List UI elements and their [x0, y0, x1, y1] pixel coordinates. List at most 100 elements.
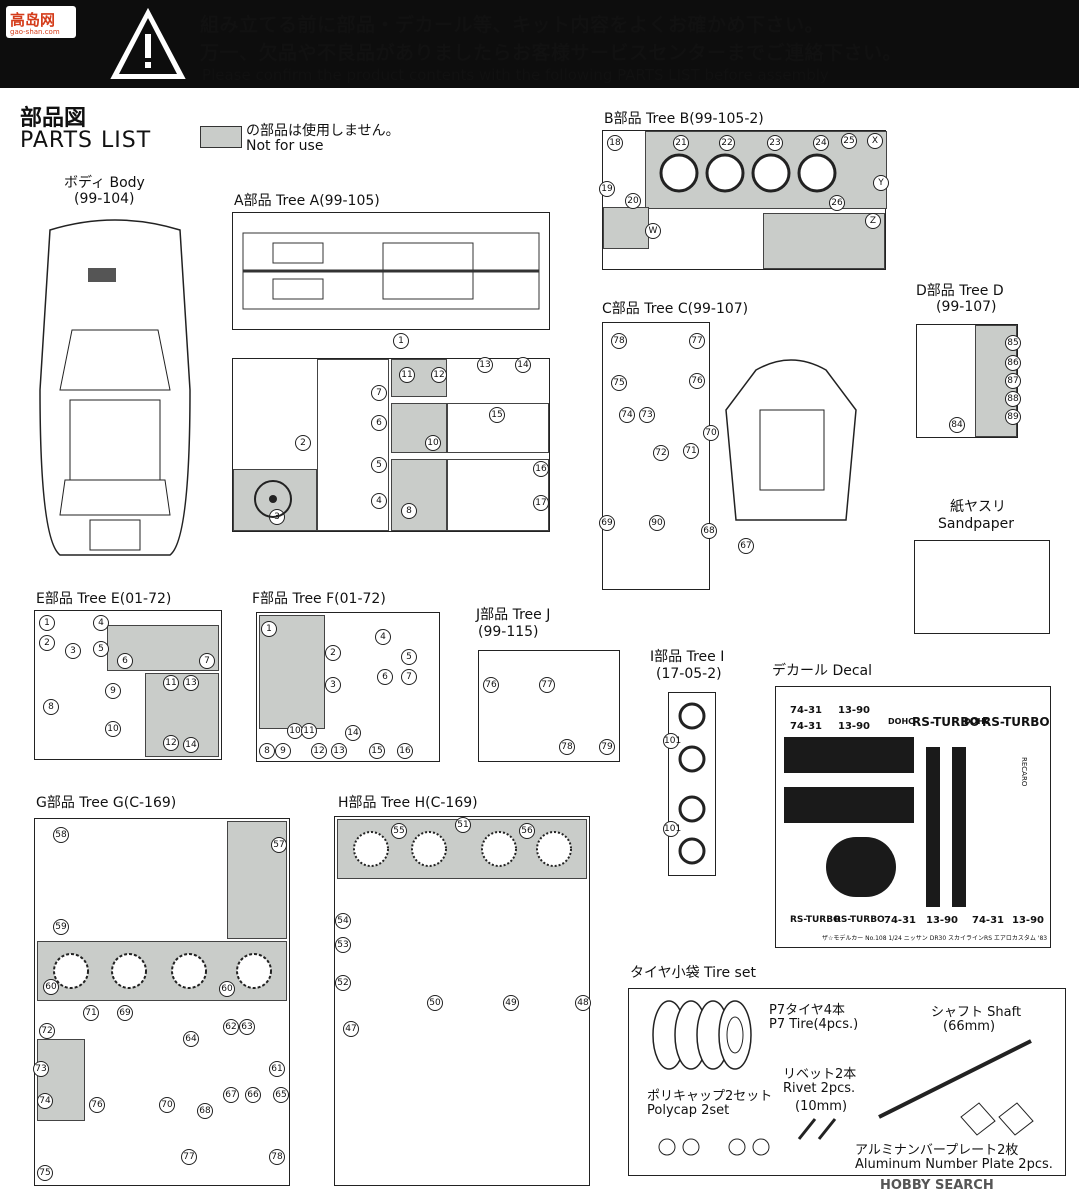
car-body-drawing: [39, 219, 191, 556]
decal-stripe: [926, 747, 940, 907]
part-number: 1: [393, 333, 409, 349]
tree-c-label: C部品 Tree C(99-107): [602, 301, 749, 317]
decal-label: デカール Decal: [772, 663, 873, 679]
decal-text: 74-31: [790, 705, 822, 716]
part-number: 60: [219, 981, 235, 997]
part-number: 20: [625, 193, 641, 209]
part-number: 12: [163, 735, 179, 751]
part-number: 59: [53, 919, 69, 935]
part-number: 23: [767, 135, 783, 151]
part-number: 13: [477, 357, 493, 373]
part-number: 77: [539, 677, 555, 693]
part-number: 1: [261, 621, 277, 637]
tree-e-label: E部品 Tree E(01-72): [36, 591, 172, 607]
part-number: 68: [701, 523, 717, 539]
tire-label-en: P7 Tire(4pcs.): [769, 1017, 859, 1032]
part-number: 64: [183, 1031, 199, 1047]
part-number: 2: [325, 645, 341, 661]
decal-stripe: [952, 747, 966, 907]
wheels-drawing: [659, 153, 837, 193]
part-number: 18: [607, 135, 623, 151]
part-number: 51: [455, 817, 471, 833]
part-label: W: [645, 223, 661, 239]
part-number: 8: [401, 503, 417, 519]
part-number: 3: [65, 643, 81, 659]
part-number: 4: [371, 493, 387, 509]
unused-part-area: [763, 213, 885, 269]
part-number: 63: [239, 1019, 255, 1035]
part-number: 89: [1005, 409, 1021, 425]
part-number: 76: [89, 1097, 105, 1113]
decal-emblem: [826, 837, 896, 897]
part-number: 78: [269, 1149, 285, 1165]
wheels-drawing: [53, 953, 272, 989]
unused-part-area: [391, 459, 447, 531]
part-number: 16: [533, 461, 549, 477]
part-number: 90: [649, 515, 665, 531]
part-number: 2: [295, 435, 311, 451]
warning-icon: [110, 7, 186, 79]
part-number: 70: [703, 425, 719, 441]
part-number: 73: [33, 1061, 49, 1077]
part-number: 11: [163, 675, 179, 691]
part-number: 47: [343, 1021, 359, 1037]
plate-label-en: Aluminum Number Plate 2pcs.: [855, 1157, 1053, 1172]
legend-text-jp: の部品は使用しません。: [246, 123, 400, 139]
part-number: 24: [813, 135, 829, 151]
tree-j: 76 77 78 79: [478, 650, 620, 762]
part-number: 66: [245, 1087, 261, 1103]
polycap-label-jp: ポリキャップ2セット: [647, 1089, 773, 1104]
decal-stripe: [784, 737, 914, 773]
part-number: 57: [271, 837, 287, 853]
part-number: 68: [197, 1103, 213, 1119]
part-number: 16: [397, 743, 413, 759]
part-number: 14: [345, 725, 361, 741]
steering-wheel-drawing: [254, 480, 292, 518]
decal-text: RECARO: [1020, 757, 1028, 787]
part-number: 21: [673, 135, 689, 151]
part-number: 14: [183, 737, 199, 753]
part-number: 11: [301, 723, 317, 739]
sub-runner: [447, 403, 549, 453]
unused-part-area: [603, 207, 649, 249]
rivet-label-en: Rivet 2pcs.: [783, 1081, 856, 1096]
part-number: 87: [1005, 373, 1021, 389]
decal-text: 13-90: [926, 915, 958, 926]
part-number: 67: [738, 538, 754, 554]
tree-a-chassis: [232, 212, 550, 330]
watermark-logo-text: 高岛网: [10, 11, 56, 29]
decal-text: 74-31: [790, 721, 822, 732]
decal-text: RS-TURBO: [834, 915, 885, 925]
part-number: 58: [53, 827, 69, 843]
part-number: 71: [83, 1005, 99, 1021]
decal-text: RS-TURBO: [790, 915, 841, 925]
unused-part-area: [37, 1039, 85, 1121]
part-number: 84: [949, 417, 965, 433]
body-code: (99-104): [74, 191, 135, 207]
part-number: 72: [39, 1023, 55, 1039]
plate-label-jp: アルミナンバープレート2枚: [855, 1143, 1019, 1158]
part-label: Z: [865, 213, 881, 229]
decal-stripe: [784, 787, 914, 823]
decal-text: 13-90: [1012, 915, 1044, 926]
tree-j-label: J部品 Tree J: [476, 607, 551, 623]
wheels-drawing: [678, 702, 706, 865]
rivet-label-jp: リベット2本: [783, 1067, 857, 1082]
tire-set-label: タイヤ小袋 Tire set: [630, 965, 756, 981]
part-number: 72: [653, 445, 669, 461]
part-number: 67: [223, 1087, 239, 1103]
tree-h-label: H部品 Tree H(C-169): [338, 795, 478, 811]
part-number: 54: [335, 913, 351, 929]
part-number: 78: [611, 333, 627, 349]
part-number: 78: [559, 739, 575, 755]
part-number: 50: [427, 995, 443, 1011]
warning-line-2: 万一、欠品や不良品がありましたらお客様サービスセンターまでご連絡下さい。: [200, 42, 903, 64]
tree-j-code: (99-115): [478, 624, 539, 640]
part-number: 85: [1005, 335, 1021, 351]
part-number: 10: [425, 435, 441, 451]
tree-f-label: F部品 Tree F(01-72): [252, 591, 386, 607]
part-number: 6: [377, 669, 393, 685]
rivet-drawing: [797, 1118, 837, 1140]
part-number: 70: [159, 1097, 175, 1113]
tree-h: 49 47 48 50 51 52 53 54 55 56: [334, 816, 591, 1186]
